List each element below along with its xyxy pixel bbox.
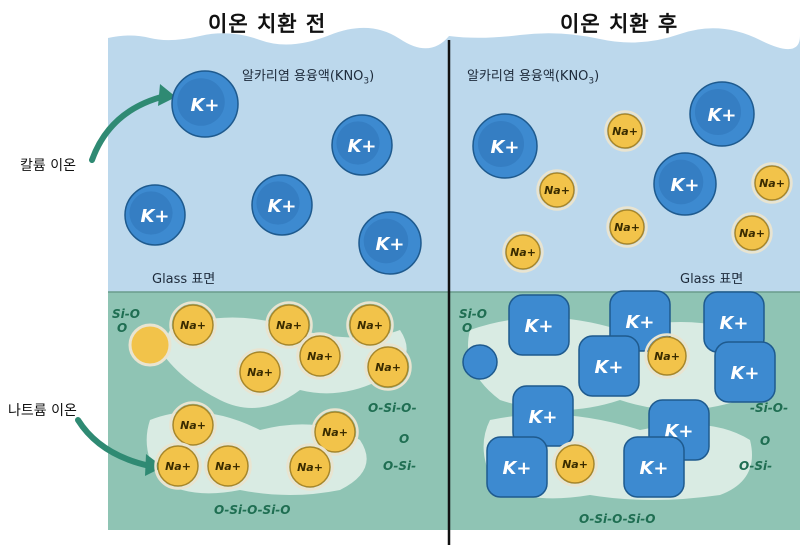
silica-network-label: O-Si-O- xyxy=(368,401,417,415)
sodium-ion: Na+ xyxy=(169,301,217,349)
potassium-ion-label: K+ xyxy=(639,458,668,479)
silica-network-label: O-Si-O-Si-O xyxy=(214,503,290,517)
potassium-ion: K+ xyxy=(714,341,776,403)
sodium-ion: Na+ xyxy=(731,212,773,254)
potassium-ion: K+ xyxy=(623,436,685,498)
sodium-ion-label: Na+ xyxy=(180,419,206,432)
potassium-ion-label: K+ xyxy=(719,313,748,334)
sodium-ion: Na+ xyxy=(204,442,252,490)
potassium-ion: K+ xyxy=(508,294,570,356)
sodium-ion-label: Na+ xyxy=(180,319,206,332)
potassium-ion: K+ xyxy=(472,113,538,179)
silica-network-label: O-Si- xyxy=(739,459,772,473)
potassium-ion: K+ xyxy=(331,114,393,176)
sodium-ion: Na+ xyxy=(364,343,412,391)
potassium-ion-label: K+ xyxy=(707,105,736,126)
potassium-ion-label: K+ xyxy=(267,196,296,217)
potassium-ion-label: K+ xyxy=(490,137,519,158)
potassium-ion: K+ xyxy=(486,436,548,498)
potassium-arrow xyxy=(89,93,168,163)
sodium-ion-label: Na+ xyxy=(297,461,323,474)
silica-network-label: O xyxy=(117,321,127,335)
sodium-ion: Na+ xyxy=(154,442,202,490)
title-before: 이온 치환 전 xyxy=(208,12,327,36)
sodium-ion-label: Na+ xyxy=(307,350,333,363)
potassium-ion-label: K+ xyxy=(594,357,623,378)
sodium-ion: Na+ xyxy=(311,408,359,456)
sodium-ion: Na+ xyxy=(296,332,344,380)
potassium-ion: K+ xyxy=(512,385,574,447)
potassium-ion-label: K+ xyxy=(524,316,553,337)
potassium-ion: K+ xyxy=(703,291,765,353)
sodium-ion: Na+ xyxy=(346,301,394,349)
sodium-ion-label: Na+ xyxy=(276,319,302,332)
sodium-ion-label: Na+ xyxy=(322,426,348,439)
sodium-ion-label: Na+ xyxy=(510,246,536,259)
sodium-ion: Na+ xyxy=(169,401,217,449)
glass-surface-label-after: Glass 표면 xyxy=(680,272,744,287)
sodium-ion-label: Na+ xyxy=(739,227,765,240)
sodium-ion: Na+ xyxy=(552,441,598,487)
sodium-ion: Na+ xyxy=(265,301,313,349)
sodium-ion: Na+ xyxy=(286,443,334,491)
glass-gap xyxy=(160,317,407,408)
sodium-ion: Na+ xyxy=(604,110,646,152)
sodium-ion: Na+ xyxy=(751,162,793,204)
potassium-ion-label: K+ xyxy=(730,363,759,384)
potassium-ion-label: K+ xyxy=(625,312,654,333)
sodium-ion-label: Na+ xyxy=(357,319,383,332)
title-after: 이온 치환 후 xyxy=(560,12,679,36)
silica-network-label: Si-O xyxy=(112,307,140,321)
potassium-ion-label: 칼륨 이온 xyxy=(20,158,76,174)
potassium-ion-label: K+ xyxy=(670,175,699,196)
solution-label-before: 알카리염 용융액(KNO3) xyxy=(242,69,375,87)
potassium-ion: K+ xyxy=(171,70,239,138)
sodium-ion-label: 나트륨 이온 xyxy=(8,403,77,419)
silica-network-label: O-Si- xyxy=(383,459,416,473)
potassium-ion-label: K+ xyxy=(375,234,404,255)
potassium-ion-label: K+ xyxy=(347,136,376,157)
potassium-ion-label: K+ xyxy=(190,95,219,116)
sodium-arrow-head xyxy=(145,454,163,476)
sodium-ion: Na+ xyxy=(502,231,544,273)
sodium-ion-label: Na+ xyxy=(247,366,273,379)
solution-label-after: 알카리염 용융액(KNO3) xyxy=(467,69,600,87)
silica-network-label: -Si-O- xyxy=(750,401,788,415)
potassium-ion: K+ xyxy=(689,81,755,147)
glass-surface-label-before: Glass 표면 xyxy=(152,272,216,287)
silica-network-label: O xyxy=(399,432,409,446)
sodium-ion-partial xyxy=(128,323,172,367)
sodium-ion-label: Na+ xyxy=(165,460,191,473)
sodium-arrow xyxy=(75,417,153,469)
sodium-ion: Na+ xyxy=(644,333,690,379)
sodium-ion-label: Na+ xyxy=(215,460,241,473)
potassium-ion-label: K+ xyxy=(528,407,557,428)
potassium-ion: K+ xyxy=(653,152,717,216)
sodium-ion: Na+ xyxy=(236,348,284,396)
silica-network-label: O-Si-O-Si-O xyxy=(579,512,655,526)
sodium-ion-label: Na+ xyxy=(614,221,640,234)
silica-network-label: O xyxy=(462,321,472,335)
sodium-ion-label: Na+ xyxy=(562,458,588,471)
potassium-ion-label: K+ xyxy=(502,458,531,479)
potassium-ion-label: K+ xyxy=(140,206,169,227)
potassium-arrow-head xyxy=(158,84,176,106)
sodium-ion-label: Na+ xyxy=(544,184,570,197)
sodium-ion-label: Na+ xyxy=(375,361,401,374)
silica-network-label: O xyxy=(760,434,770,448)
sodium-ion-label: Na+ xyxy=(759,177,785,190)
sodium-ion: Na+ xyxy=(536,169,578,211)
potassium-ion: K+ xyxy=(578,335,640,397)
sodium-ion: Na+ xyxy=(606,206,648,248)
sodium-ion-label: Na+ xyxy=(612,125,638,138)
sodium-ion-label: Na+ xyxy=(654,350,680,363)
potassium-ion-partial xyxy=(462,344,498,380)
potassium-ion: K+ xyxy=(124,184,186,246)
silica-network-label: Si-O xyxy=(459,307,487,321)
potassium-ion: K+ xyxy=(358,211,422,275)
potassium-ion: K+ xyxy=(251,174,313,236)
